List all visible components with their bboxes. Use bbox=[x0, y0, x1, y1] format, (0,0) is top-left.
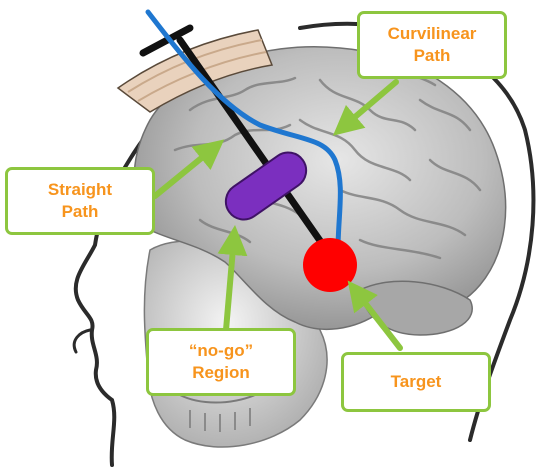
target-label: Target bbox=[341, 352, 491, 412]
curvilinear-label-line1: Curvilinear bbox=[387, 24, 477, 43]
curvilinear-path-label: Curvilinear Path bbox=[357, 11, 507, 79]
target-circle bbox=[303, 238, 357, 292]
entry-crossbar bbox=[139, 24, 194, 57]
straight-label-line2: Path bbox=[61, 202, 99, 221]
curvilinear-label-line2: Path bbox=[413, 46, 451, 65]
straight-path-label: Straight Path bbox=[5, 167, 155, 235]
curvilinear-path-line bbox=[145, 9, 343, 253]
straight-path-line bbox=[176, 36, 334, 259]
nogo-label-line1: “no-go” bbox=[188, 341, 254, 360]
target-label-line1: Target bbox=[390, 372, 442, 391]
nogo-region-label: “no-go” Region bbox=[146, 328, 296, 396]
arrow-icon bbox=[152, 79, 403, 351]
nogo-label-line2: Region bbox=[192, 363, 250, 382]
straight-label-line1: Straight bbox=[47, 180, 113, 199]
